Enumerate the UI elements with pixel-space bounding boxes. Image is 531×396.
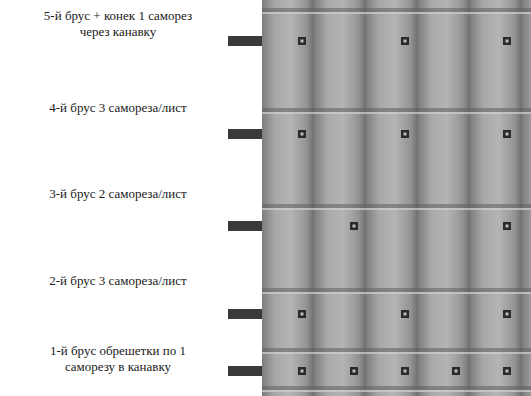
screw [298, 130, 306, 138]
screw-center [506, 133, 509, 136]
screw-head [298, 130, 306, 138]
screw-head [401, 367, 409, 375]
screw [452, 367, 460, 375]
screw-center [455, 370, 458, 373]
screw-head [503, 37, 511, 45]
screw [401, 367, 409, 375]
screw-head [401, 37, 409, 45]
batten-marker [228, 221, 262, 231]
screw [503, 37, 511, 45]
screw [350, 222, 358, 230]
screw-head [503, 130, 511, 138]
screw [298, 367, 306, 375]
screw-head [298, 367, 306, 375]
screw [503, 222, 511, 230]
screw-head [401, 130, 409, 138]
roof-sheet [262, 0, 531, 396]
screw-head [298, 310, 306, 318]
batten-label: 1-й брус обрешетки по 1 саморезу в канав… [28, 343, 208, 375]
tile-step-highlight [262, 352, 531, 354]
screw-head [452, 367, 460, 375]
screw-center [301, 313, 304, 316]
screw-center [404, 313, 407, 316]
batten-marker [228, 366, 262, 376]
tile-step-highlight [262, 112, 531, 114]
screw-head [350, 222, 358, 230]
batten-label: 2-й брус 3 самореза/лист [38, 273, 198, 289]
screw-center [353, 370, 356, 373]
screws [298, 37, 511, 375]
batten-marker [228, 36, 262, 46]
screw-center [301, 40, 304, 43]
batten-label: 3-й брус 2 самореза/лист [38, 186, 198, 202]
screw-center [404, 370, 407, 373]
batten-label: 5-й брус + конек 1 саморез через канавку [38, 8, 198, 40]
screw-head [503, 222, 511, 230]
screw-center [301, 133, 304, 136]
screw-center [301, 370, 304, 373]
screw [401, 37, 409, 45]
screw-head [503, 310, 511, 318]
batten-marker [228, 129, 262, 139]
tile-step-highlight [262, 390, 531, 392]
tile-step-highlight [262, 292, 531, 294]
tile-step-highlight [262, 12, 531, 14]
screw-head [350, 367, 358, 375]
tile-steps [262, 8, 531, 392]
screw-center [506, 313, 509, 316]
tile-step-shadow [262, 204, 531, 208]
screw-center [404, 40, 407, 43]
screw-center [506, 40, 509, 43]
tile-step-shadow [262, 288, 531, 292]
tile-step-shadow [262, 8, 531, 12]
screw-center [506, 370, 509, 373]
screw [298, 37, 306, 45]
screw-head [503, 367, 511, 375]
tile-step-highlight [262, 208, 531, 210]
tile-step-shadow [262, 386, 531, 390]
tile-step-shadow [262, 108, 531, 112]
screw-head [298, 37, 306, 45]
screw [298, 310, 306, 318]
screw-head [401, 310, 409, 318]
screw [503, 130, 511, 138]
screw [350, 367, 358, 375]
batten-marker [228, 309, 262, 319]
screw [401, 130, 409, 138]
tile-step-shadow [262, 348, 531, 352]
screw [401, 310, 409, 318]
batten-label: 4-й брус 3 самореза/лист [38, 100, 198, 116]
screw-center [506, 225, 509, 228]
screw [503, 310, 511, 318]
screw [503, 367, 511, 375]
screw-center [404, 133, 407, 136]
screw-center [353, 225, 356, 228]
batten-markers [228, 36, 262, 376]
